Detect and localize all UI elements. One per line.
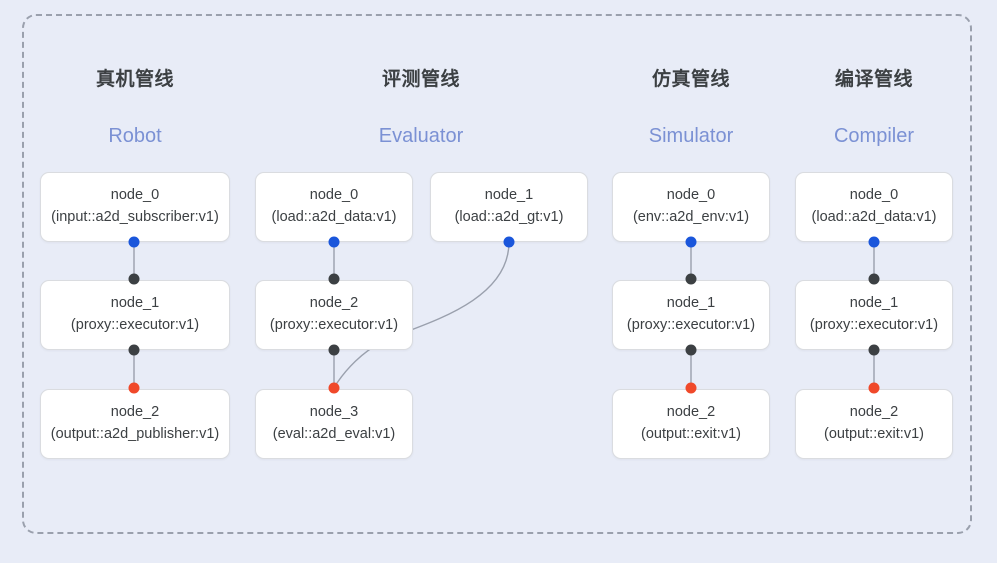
- column-title-compiler: 编译管线: [834, 69, 913, 90]
- port-out-simulator-node_0[interactable]: [685, 236, 697, 248]
- node-evaluator-node_2[interactable]: node_2 (proxy::executor:v1): [255, 280, 413, 350]
- node-compiler-node_0[interactable]: node_0 (load::a2d_data:v1): [795, 172, 953, 242]
- node-robot-node_1[interactable]: node_1 (proxy::executor:v1): [40, 280, 230, 350]
- node-type: (env::a2d_env:v1): [632, 209, 750, 225]
- port-in-compiler-node_2[interactable]: [868, 382, 880, 394]
- node-type: (output::a2d_publisher:v1): [50, 426, 220, 442]
- node-evaluator-node_0[interactable]: node_0 (load::a2d_data:v1): [255, 172, 413, 242]
- node-name: node_2: [666, 404, 716, 421]
- node-name: node_1: [484, 187, 534, 204]
- port-out-evaluator-node_2[interactable]: [328, 344, 340, 356]
- port-out-compiler-node_0[interactable]: [868, 236, 880, 248]
- node-name: node_1: [666, 295, 716, 312]
- node-robot-node_2[interactable]: node_2 (output::a2d_publisher:v1): [40, 389, 230, 459]
- node-type: (load::a2d_data:v1): [811, 209, 937, 225]
- node-evaluator-node_1[interactable]: node_1 (load::a2d_gt:v1): [430, 172, 588, 242]
- node-type: (output::exit:v1): [641, 426, 741, 442]
- port-in-evaluator-node_2[interactable]: [328, 273, 340, 285]
- column-subtitle-robot: Robot: [108, 125, 162, 147]
- port-out-compiler-node_1[interactable]: [868, 344, 880, 356]
- node-type: (output::exit:v1): [824, 426, 924, 442]
- node-simulator-node_2[interactable]: node_2 (output::exit:v1): [612, 389, 770, 459]
- column-title-simulator: 仿真管线: [651, 69, 730, 90]
- port-out-robot-node_1[interactable]: [128, 344, 140, 356]
- node-name: node_1: [110, 295, 160, 312]
- node-type: (input::a2d_subscriber:v1): [51, 209, 219, 225]
- node-type: (load::a2d_data:v1): [271, 209, 397, 225]
- port-in-evaluator-node_3[interactable]: [328, 382, 340, 394]
- port-in-robot-node_2[interactable]: [128, 382, 140, 394]
- node-compiler-node_2[interactable]: node_2 (output::exit:v1): [795, 389, 953, 459]
- pipeline-group-container: [22, 14, 972, 534]
- column-subtitle-simulator: Simulator: [648, 125, 734, 147]
- node-name: node_2: [849, 404, 899, 421]
- node-type: (load::a2d_gt:v1): [454, 209, 564, 225]
- node-type: (proxy::executor:v1): [626, 317, 756, 333]
- port-out-evaluator-node_1[interactable]: [503, 236, 515, 248]
- port-in-robot-node_1[interactable]: [128, 273, 140, 285]
- node-compiler-node_1[interactable]: node_1 (proxy::executor:v1): [795, 280, 953, 350]
- port-out-robot-node_0[interactable]: [128, 236, 140, 248]
- node-name: node_0: [110, 187, 160, 204]
- node-type: (proxy::executor:v1): [809, 317, 939, 333]
- node-simulator-node_1[interactable]: node_1 (proxy::executor:v1): [612, 280, 770, 350]
- node-name: node_1: [849, 295, 899, 312]
- column-title-robot: 真机管线: [95, 69, 174, 90]
- node-type: (eval::a2d_eval:v1): [272, 426, 396, 442]
- node-robot-node_0[interactable]: node_0 (input::a2d_subscriber:v1): [40, 172, 230, 242]
- port-out-evaluator-node_0[interactable]: [328, 236, 340, 248]
- node-type: (proxy::executor:v1): [70, 317, 200, 333]
- node-name: node_2: [110, 404, 160, 421]
- node-name: node_2: [309, 295, 359, 312]
- node-name: node_3: [309, 404, 359, 421]
- column-subtitle-compiler: Compiler: [833, 125, 915, 147]
- node-evaluator-node_3[interactable]: node_3 (eval::a2d_eval:v1): [255, 389, 413, 459]
- node-type: (proxy::executor:v1): [269, 317, 399, 333]
- node-name: node_0: [309, 187, 359, 204]
- node-name: node_0: [849, 187, 899, 204]
- node-simulator-node_0[interactable]: node_0 (env::a2d_env:v1): [612, 172, 770, 242]
- port-in-simulator-node_1[interactable]: [685, 273, 697, 285]
- port-in-simulator-node_2[interactable]: [685, 382, 697, 394]
- node-name: node_0: [666, 187, 716, 204]
- column-title-evaluator: 评测管线: [381, 69, 460, 90]
- port-out-simulator-node_1[interactable]: [685, 344, 697, 356]
- port-in-compiler-node_1[interactable]: [868, 273, 880, 285]
- column-subtitle-evaluator: Evaluator: [378, 125, 464, 147]
